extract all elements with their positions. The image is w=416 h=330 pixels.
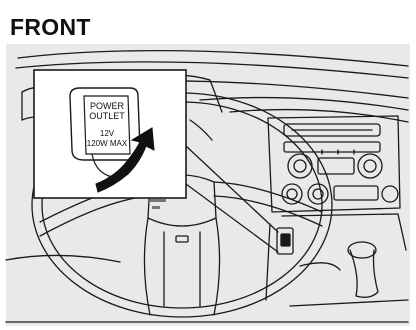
outlet-label-wattage: 120W MAX xyxy=(87,139,128,148)
outlet-label-power: POWER xyxy=(90,101,125,111)
outlet-label-voltage: 12V xyxy=(100,129,115,138)
view-heading: FRONT xyxy=(10,14,91,41)
outlet-label-outlet: OUTLET xyxy=(89,111,125,121)
